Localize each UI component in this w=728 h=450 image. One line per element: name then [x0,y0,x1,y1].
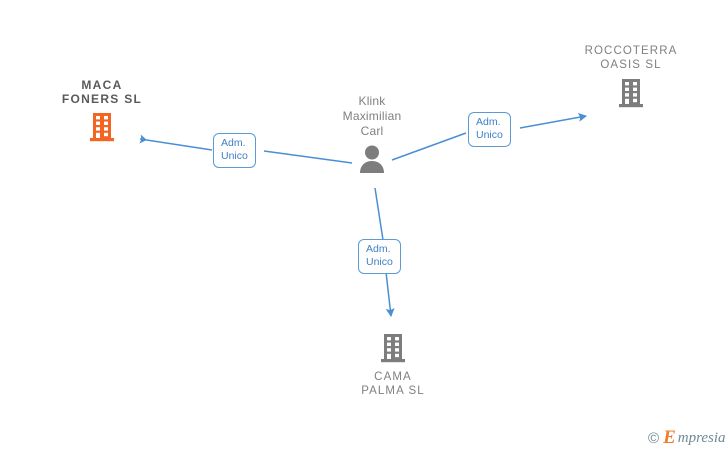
node-roccoterra-oasis[interactable]: ROCCOTERRA OASIS SL [551,44,711,108]
edge-label-adm-unico-maca-foners[interactable]: Adm. Unico [213,133,256,168]
building-icon-maca-foners[interactable] [22,112,182,142]
node-cama-palma[interactable]: CAMA PALMA SL [313,333,473,398]
edge-label-adm-unico-cama-palma[interactable]: Adm. Unico [358,239,401,274]
edge-label-adm-unico-roccoterra-oasis[interactable]: Adm. Unico [468,112,511,147]
node-label-maca-foners: MACA FONERS SL [61,78,143,106]
node-klink-maximilian-carl[interactable]: Klink Maximilian Carl [292,94,452,174]
node-maca-foners[interactable]: MACA FONERS SL [22,78,182,142]
edge-label-line2: Unico [366,256,393,268]
edge-label-line2: Unico [221,150,248,162]
brand-name: mpresia [677,429,726,446]
node-label-klink-maximilian-carl: Klink Maximilian Carl [342,94,402,138]
edge-label-line1: Adm. [221,137,246,149]
node-label-roccoterra-oasis: ROCCOTERRA OASIS SL [584,45,678,71]
edge-label-line1: Adm. [476,116,501,128]
edge-label-line1: Adm. [366,243,391,255]
brand-initial: E [663,427,676,448]
copyright-icon: © [648,429,660,447]
building-icon-cama-palma[interactable] [313,333,473,363]
edge-label-line2: Unico [476,129,503,141]
person-icon-klink-maximilian-carl[interactable] [292,144,452,174]
building-icon-roccoterra-oasis[interactable] [551,78,711,108]
empresia-watermark: © E mpresia [648,427,726,449]
node-label-cama-palma: CAMA PALMA SL [361,371,425,397]
